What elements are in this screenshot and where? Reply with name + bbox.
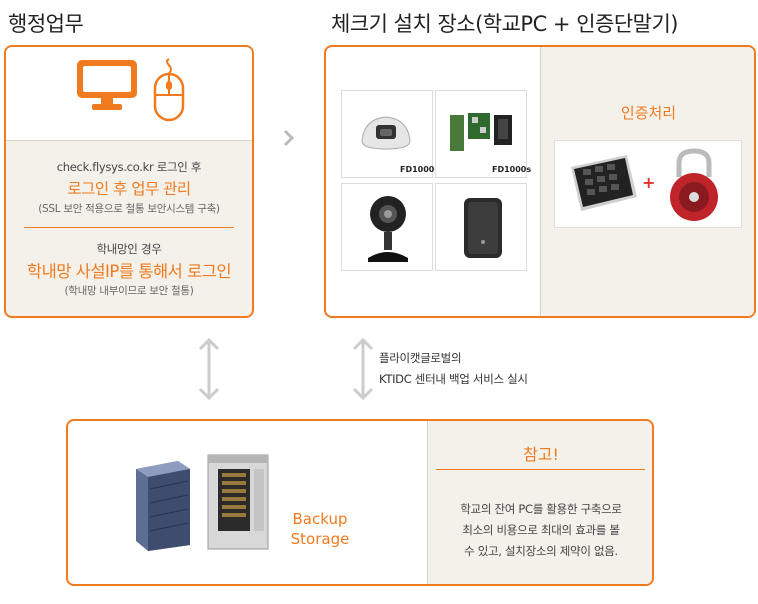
- chevron-right-icon: [283, 129, 295, 147]
- padlock-icon: [670, 148, 718, 221]
- mouse-icon: [153, 58, 185, 122]
- intranet-note: (학내망 내부이므로 보안 철통): [64, 285, 194, 297]
- circuit-board-icon: [450, 113, 512, 151]
- login-instruction: check.flysys.co.kr 로그인 후: [56, 160, 202, 174]
- backup-box: Backup Storage 참고! 학교의 잔여 PC를 활용한 구축으로 최…: [66, 419, 654, 586]
- intranet-highlight: 학내망 사설IP를 통해서 로그인: [26, 262, 232, 281]
- device-label: FD1000: [400, 165, 435, 174]
- fingerprint-scanner-icon: [361, 116, 411, 150]
- note-divider: [436, 469, 645, 470]
- note-line2: 최소의 비용으로 최대의 효과를 볼: [462, 523, 620, 537]
- backup-storage-line1: Backup: [292, 510, 348, 528]
- plus-sign: +: [642, 173, 656, 192]
- monitor-icon: [77, 60, 137, 110]
- ssl-note: (SSL 보안 적용으로 철통 보안시스템 구축): [38, 203, 220, 215]
- device-webcam: [341, 183, 433, 271]
- note-panel: 참고! 학교의 잔여 PC를 활용한 구축으로 최소의 비용으로 최대의 효과를…: [427, 421, 652, 584]
- login-highlight: 로그인 후 업무 관리: [67, 180, 191, 198]
- device-fd1000: FD1000: [341, 90, 435, 178]
- card-reader-icon: [464, 198, 502, 258]
- backup-service-line2: KTIDC 센터내 백업 서비스 실시: [379, 372, 528, 386]
- note-title: 참고!: [523, 445, 559, 464]
- device-fd1000s: FD1000s: [435, 90, 531, 178]
- auth-title: 인증처리: [620, 104, 677, 122]
- admin-title: 행정업무: [8, 12, 84, 36]
- server-rack-icon: [136, 461, 190, 551]
- intranet-instruction: 학내망인 경우: [96, 242, 162, 256]
- device-label: FD1000s: [492, 165, 532, 174]
- admin-divider: [24, 227, 234, 228]
- auth-devices-image: +: [554, 140, 742, 228]
- device-card-reader: [435, 183, 527, 271]
- note-line1: 학교의 잔여 PC를 활용한 구축으로: [460, 502, 622, 516]
- double-arrow-icon: [352, 337, 374, 401]
- storage-server-icon: [207, 454, 269, 550]
- double-arrow-icon: [198, 337, 220, 401]
- note-line3: 수 있고, 설치장소의 제약이 없음.: [464, 544, 618, 558]
- backup-service-label: 플라이캣글로벌의 KTIDC 센터내 백업 서비스 실시: [379, 348, 528, 390]
- backup-storage-label: Backup Storage: [290, 509, 350, 549]
- webcam-icon: [368, 196, 408, 262]
- backup-service-line1: 플라이캣글로벌의: [379, 351, 462, 365]
- checker-title: 체크기 설치 장소(학교PC + 인증단말기): [331, 12, 679, 36]
- backup-storage-line2: Storage: [290, 530, 350, 548]
- admin-icon-area: [6, 47, 252, 141]
- keypad-icon: [571, 155, 637, 211]
- checker-box: FD1000 FD1000s 인증처리: [324, 45, 756, 318]
- auth-panel: 인증처리 +: [540, 47, 754, 316]
- admin-box: check.flysys.co.kr 로그인 후 로그인 후 업무 관리 (SS…: [4, 45, 254, 318]
